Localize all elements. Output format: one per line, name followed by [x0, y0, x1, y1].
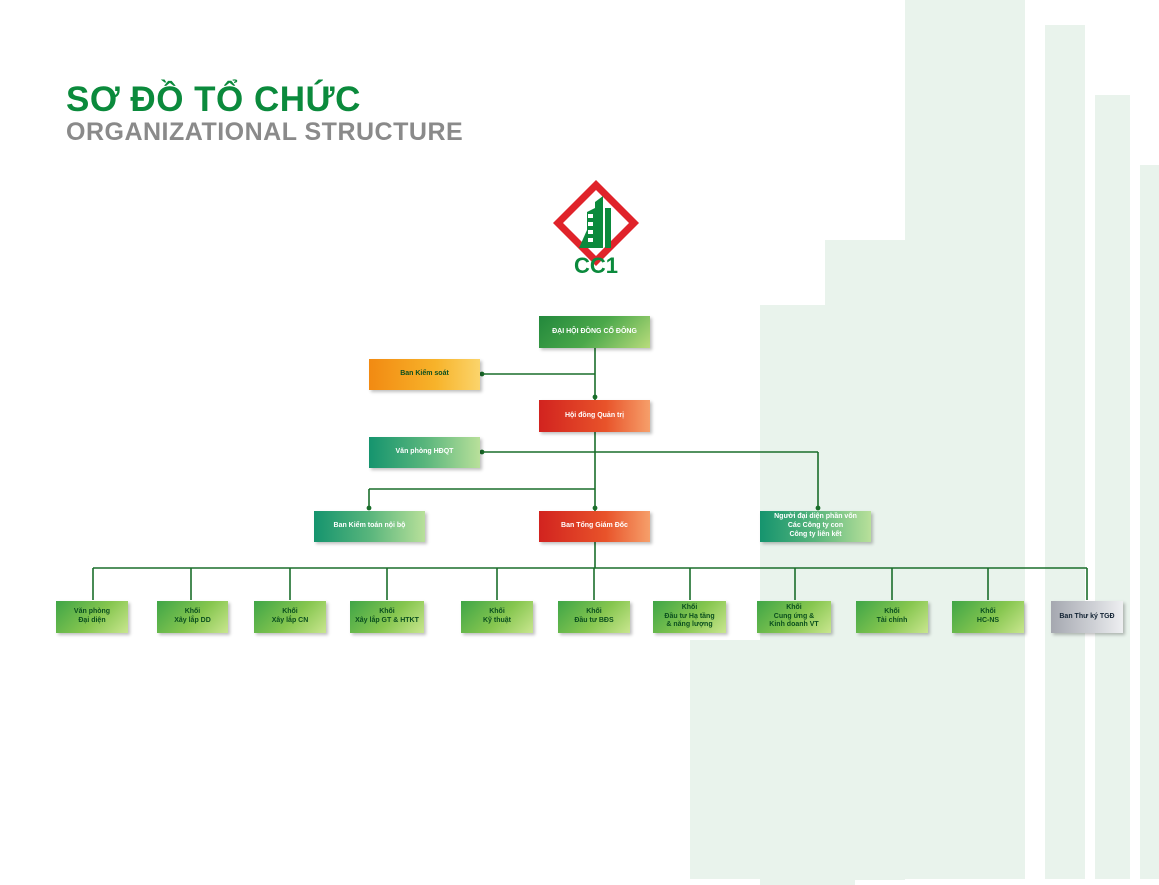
node-division: Ban Thư ký TGĐ [1051, 601, 1123, 633]
node-supervisory-board: Ban Kiểm soát [369, 359, 480, 390]
cc1-logo-icon [553, 180, 639, 266]
node-division: Khối Xây lắp CN [254, 601, 326, 633]
node-division: Khối HC-NS [952, 601, 1024, 633]
node-division: Văn phòng Đại diện [56, 601, 128, 633]
node-internal-audit: Ban Kiểm toán nội bộ [314, 511, 425, 542]
background-shape [1045, 25, 1085, 879]
background-shape [1140, 165, 1159, 879]
node-board-of-directors: Hội đồng Quản trị [539, 400, 650, 432]
node-division: Khối Xây lắp GT & HTKT [350, 601, 424, 633]
node-shareholders: ĐẠI HỘI ĐỒNG CỔ ĐÔNG [539, 316, 650, 348]
node-division: Khối Đầu tư BĐS [558, 601, 630, 633]
node-division: Khối Đầu tư Hạ tầng & năng lượng [653, 601, 726, 633]
node-capital-representatives: Người đại diện phần vốn Các Công ty con … [760, 511, 871, 542]
node-division: Khối Kỹ thuật [461, 601, 533, 633]
logo-text: CC1 [573, 253, 618, 278]
background-shape [1095, 95, 1130, 879]
node-division: Khối Tài chính [856, 601, 928, 633]
node-division: Khối Xây lắp DD [157, 601, 228, 633]
background-shape [690, 640, 860, 879]
node-board-office: Văn phòng HĐQT [369, 437, 480, 468]
node-general-director: Ban Tổng Giám Đốc [539, 511, 650, 542]
node-division: Khối Cung ứng & Kinh doanh VT [757, 601, 831, 633]
page-title: SƠ ĐỒ TỔ CHỨC [66, 80, 361, 119]
background-shape [905, 0, 1025, 879]
page-subtitle: ORGANIZATIONAL STRUCTURE [66, 118, 464, 146]
